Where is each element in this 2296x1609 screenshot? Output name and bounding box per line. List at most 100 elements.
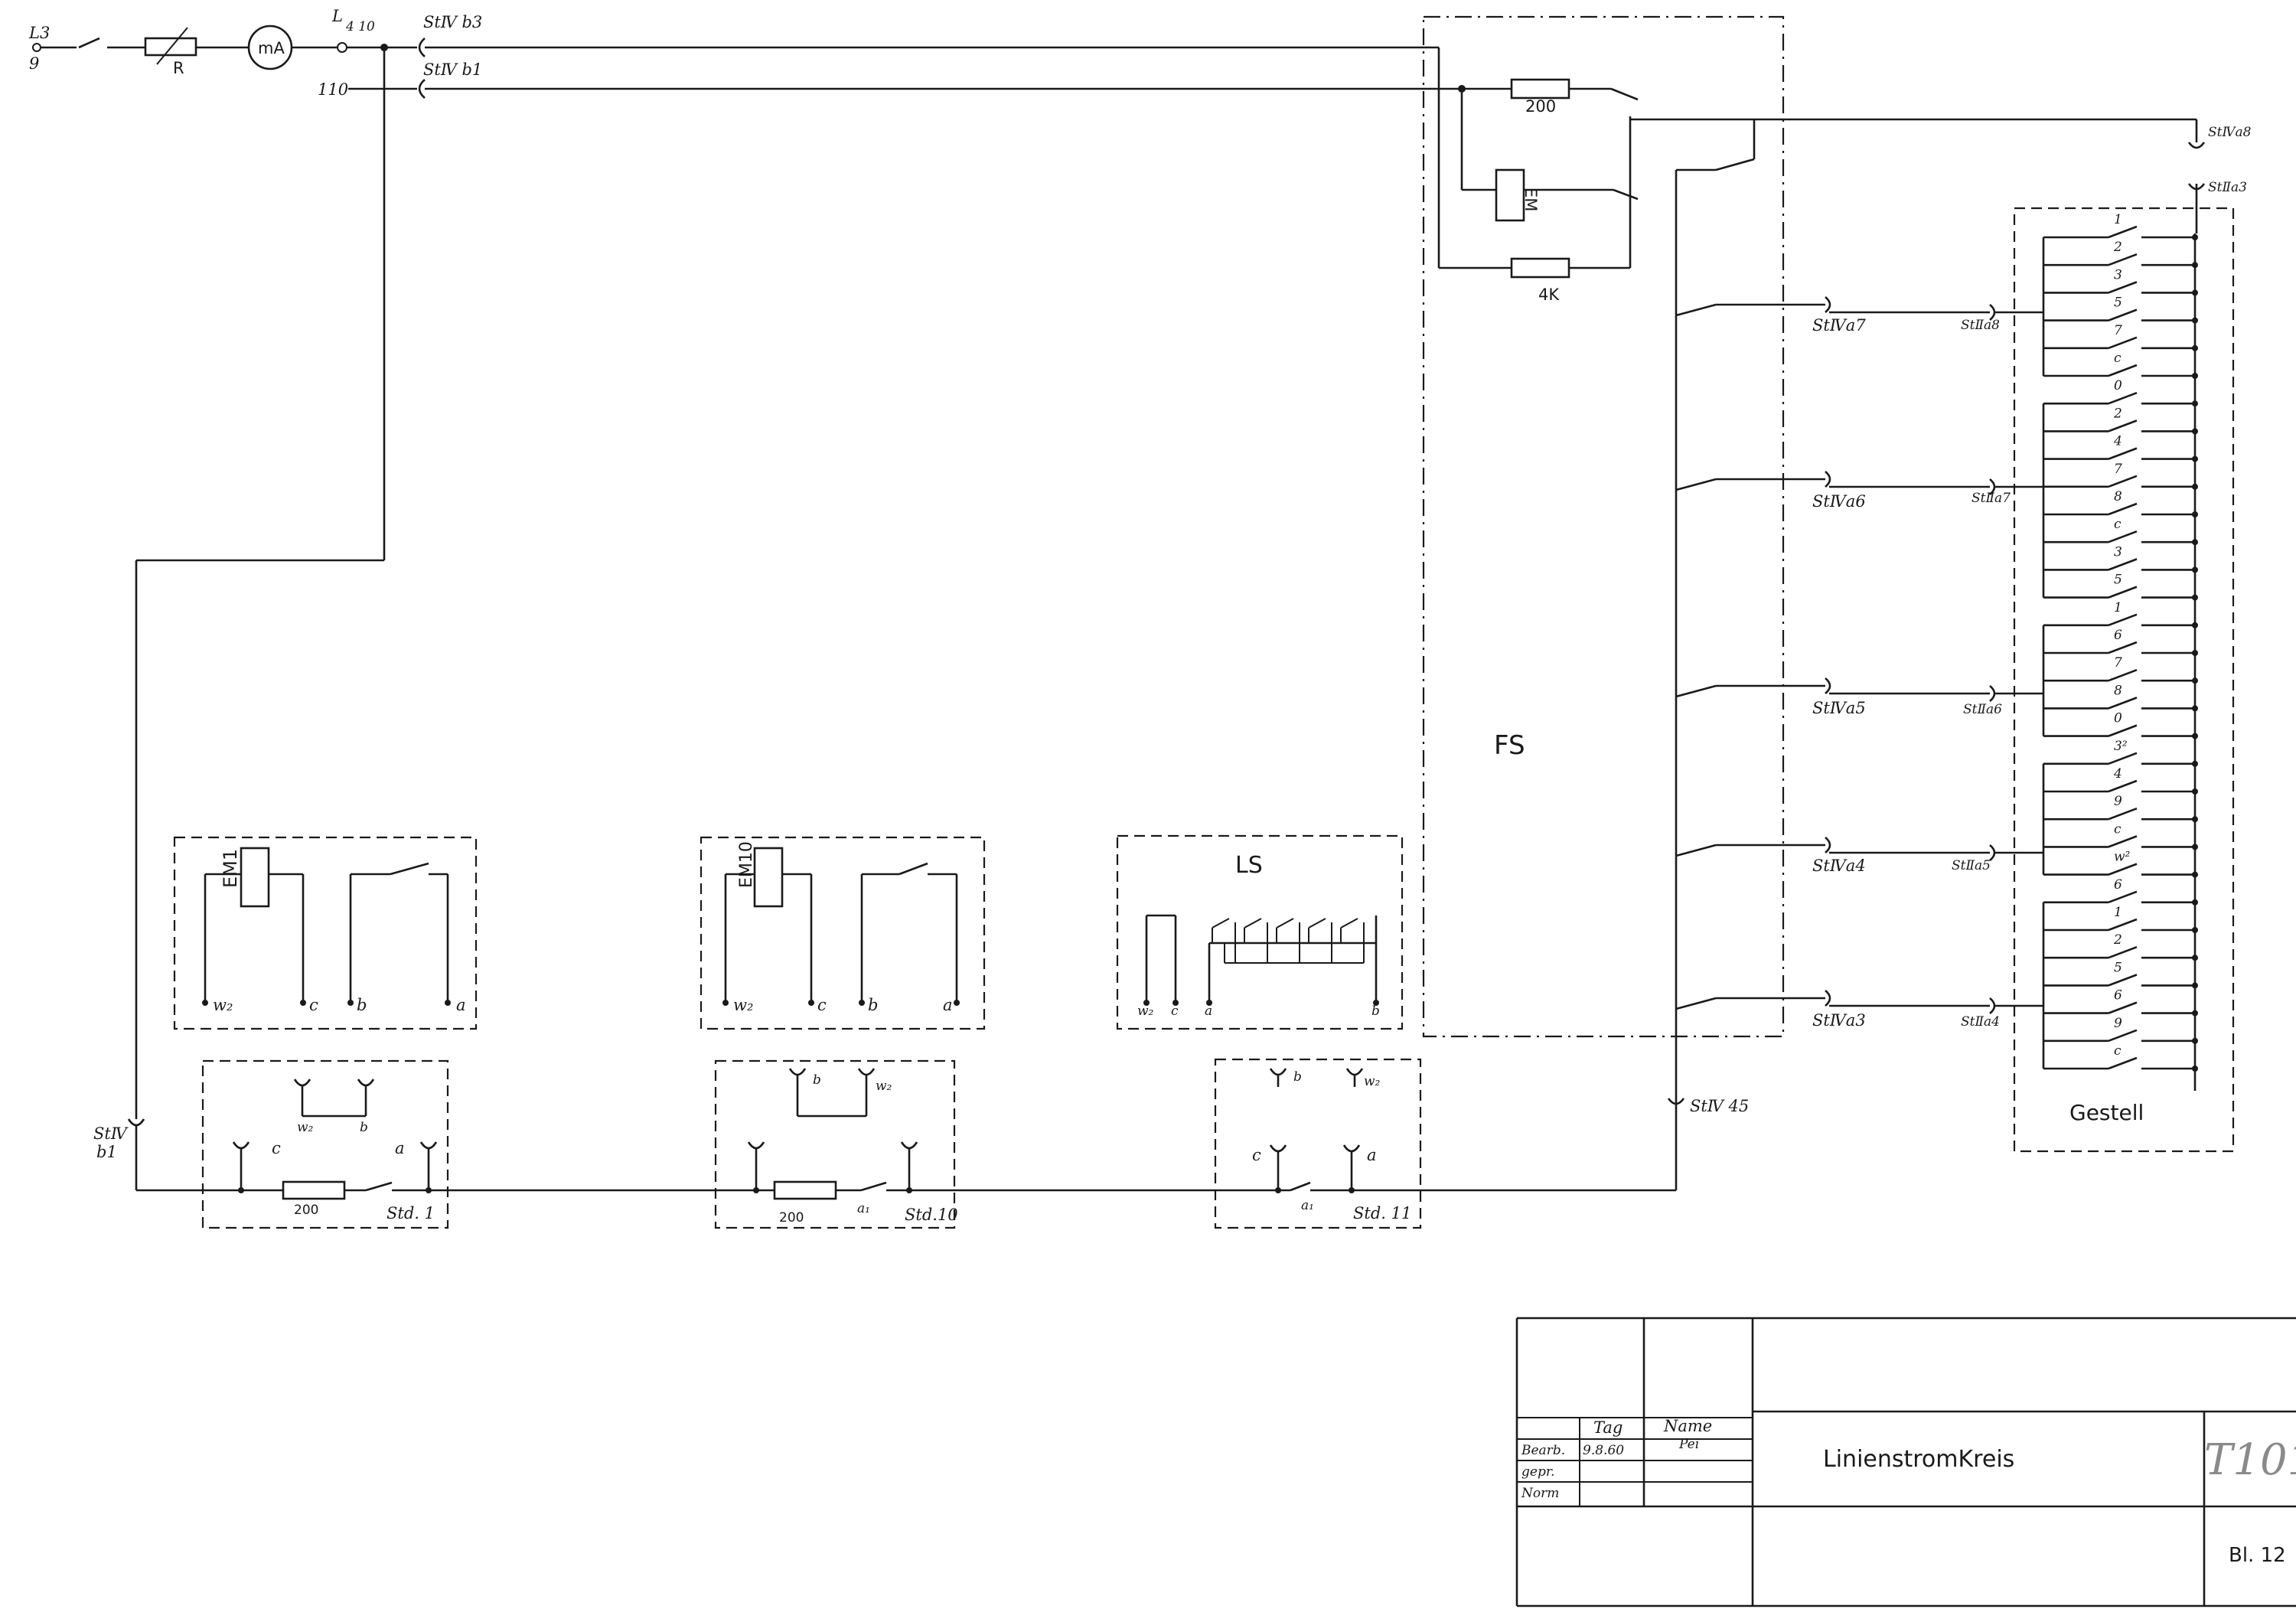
terminal-l3 [32,43,41,52]
station-11: LS w₂ c a b b w₂ [1116,834,1422,1229]
station-10-term-w2: w₂ [733,996,753,1014]
fs-relay-em [1495,168,1525,222]
station-10-relay-label: EM10 [737,841,756,888]
fs-resistor-200 [1510,78,1570,100]
gestell-contact: 6 [2043,628,2198,656]
fs-block: FS 200 EM 4K StⅣ 45 [1422,15,2197,1190]
station-11-relay-frame [1116,834,1404,1030]
gestell-contact: 3 [2043,544,2198,573]
gestell-contact: 9 [2043,794,2198,823]
gestell-contact: 6 [2043,988,2198,1017]
station-11-term-w2: w₂ [1137,1004,1154,1019]
gestell-contact: 5 [2043,295,2198,324]
station-10-switch [860,1181,887,1192]
gestell-contact-label: 8 [2114,489,2122,504]
station-11-relay-label: LS [1235,852,1263,879]
gestell-contact-label: c [2114,351,2122,366]
gestell-contact-label: 1 [2114,600,2122,615]
left-plug-label-top: StⅣ [93,1124,129,1143]
connector-1-left: StⅣa7 [1812,316,1866,335]
gestell-block: Gestell 12357c02478c35167803²49cw²612569… [2013,207,2235,1153]
station-10-contact [899,862,928,876]
connector-1: StⅣa7 StⅡa8 [1675,296,2043,335]
gestell-contact: 2 [2043,240,2198,269]
station-10-resistor [773,1180,837,1200]
station-1-contact [390,862,429,876]
gestell-contact-label: 7 [2114,655,2122,671]
station-11-socket-frame [1214,1058,1422,1229]
connector-row: StⅣa7 StⅡa8 StⅣa6 StⅡa7 StⅣa5 StⅡa6 [1675,296,2043,1030]
fs-resistor-4k-label: 4K [1538,286,1560,304]
gestell-contact: 0 [2043,378,2198,407]
station-11-term-c: c [1171,1004,1179,1019]
connector-3-left: StⅣa5 [1812,699,1866,717]
line-label: L [331,7,343,25]
station-11-plug-c: c [1252,1146,1261,1164]
station-1-relay-frame [173,836,478,1030]
station-1-relay [240,847,270,908]
station-1-label: Std. 1 [386,1204,435,1222]
title-col-name: Name [1663,1417,1712,1435]
fs-plug-bottom-label: StⅣ 45 [1690,1097,1749,1115]
gestell-contact-label: 7 [2114,462,2122,477]
plug-top-label: StⅣ b3 [423,13,482,31]
gestell-contact: 2 [2043,406,2198,435]
fs-resistor-200-label: 200 [1525,97,1556,116]
gestell-contact-label: 5 [2114,295,2122,311]
station-11-plug-w2: w₂ [1364,1074,1381,1089]
station-10-term-a: a [943,996,953,1014]
station-11-switch [1290,1181,1311,1192]
station-1-plug-w2: w₂ [297,1120,314,1135]
fs-frame [1422,15,1785,1038]
gestell-contact-label: 3 [2114,544,2122,560]
left-plug-label-bottom: b1 [96,1143,117,1161]
station-10-term-b: b [868,996,878,1014]
gestell-contact: 4 [2043,434,2198,462]
gestell-contact: 5 [2043,573,2198,601]
station-10-socket-frame [714,1059,956,1229]
fs-contact-1 [1610,87,1639,101]
gestell-contact-label: c [2114,517,2122,532]
plug-top [418,38,426,57]
line-label-sub: 4 10 [345,19,375,34]
title-row-gepr: gepr. [1521,1464,1555,1480]
connector-5: StⅣa3 StⅡa4 [1675,990,2043,1030]
station-10-plug-w2: w₂ [876,1079,892,1094]
connector-4-right: StⅡa5 [1952,858,1991,873]
station-10: EM10 w₂ c b a b w₂ 200 a₁ Std.10 [700,836,986,1229]
title-block: Tag Name Bearb. 9.8.60 Pei gepr. Norm Li… [1515,1317,2296,1607]
station-1-term-c: c [309,996,318,1014]
connector-3: StⅣa5 StⅡa6 [1675,677,2043,717]
gestell-contact-label: 4 [2113,434,2122,449]
plug-second-label: StⅣ b1 [423,60,482,79]
gestell-contact-label: 9 [2114,794,2122,809]
gestell-contact-label: 6 [2114,628,2122,643]
gestell-contact: 9 [2043,1016,2198,1044]
terminal-l3-label: L3 [28,24,50,42]
gestell-contact: 7 [2043,462,2198,490]
gestell-contact: c [2043,517,2198,546]
station-1-relay-label: EM1 [220,849,241,888]
wire-110-label: 110 [318,80,348,99]
title-row-bearb-date: 9.8.60 [1583,1443,1624,1458]
plug-out-2-label: StⅡa3 [2208,180,2247,195]
gestell-contact-label: 1 [2114,905,2122,920]
gestell-contact: 1 [2043,212,2198,240]
gestell-contact-label: 2 [2113,406,2122,421]
connector-5-left: StⅣa3 [1812,1011,1866,1030]
station-1-term-b: b [357,996,367,1014]
station-1-resistor [282,1180,346,1200]
station-1-plug-b: b [360,1120,368,1135]
gestell-contact-label: c [2114,1043,2122,1059]
fs-relay-em-label: EM [1521,188,1540,211]
gestell-contact-label: 2 [2113,240,2122,255]
station-1-term-w2: w₂ [213,996,233,1014]
main-loop-wire: StⅣ b1 [93,1118,1676,1193]
connector-5-right: StⅡa4 [1961,1014,2000,1030]
station-1-switch [365,1181,393,1192]
gestell-contact-label: 5 [2114,573,2122,588]
gestell-contact: w² [2043,850,2198,878]
connector-2-left: StⅣa6 [1812,492,1866,511]
station-1-resistor-label: 200 [294,1203,318,1218]
